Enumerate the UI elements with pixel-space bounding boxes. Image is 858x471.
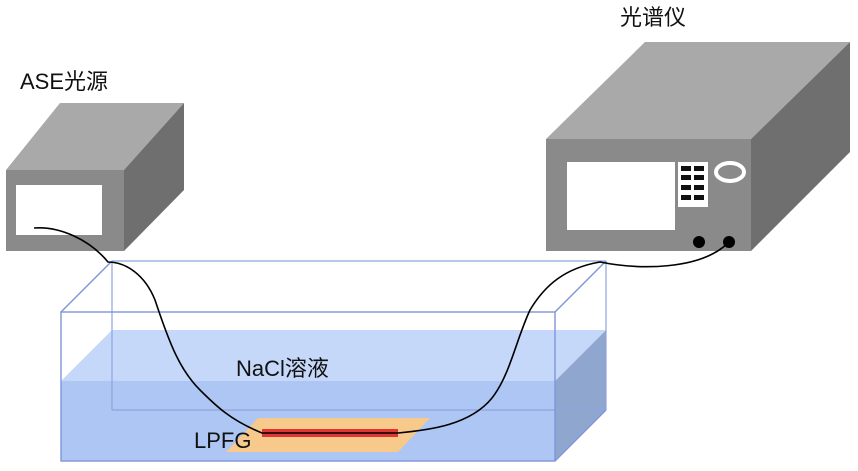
spectrometer-side <box>751 42 850 251</box>
spectrometer-device <box>546 42 850 251</box>
tank-front-edges <box>60 260 607 462</box>
tank-back-edges <box>111 260 607 411</box>
spectrometer-label: 光谱仪 <box>620 5 687 30</box>
spectrometer-top <box>546 42 850 139</box>
light-source-side <box>124 103 184 251</box>
spectrometer-screen <box>567 162 675 230</box>
light-source-device <box>6 103 184 251</box>
keypad-icon <box>678 162 708 207</box>
optical-fiber-cable <box>33 227 729 434</box>
light-source-top <box>6 103 184 170</box>
solution-label: NaCl溶液 <box>236 356 329 381</box>
knob-icon <box>714 161 746 183</box>
grating-label: LPFG <box>194 428 252 453</box>
light-source-window <box>16 185 102 235</box>
light-source-label: ASE光源 <box>20 69 109 94</box>
water-surface <box>61 330 606 381</box>
water-side-face <box>555 330 606 461</box>
port-icon <box>693 236 705 248</box>
